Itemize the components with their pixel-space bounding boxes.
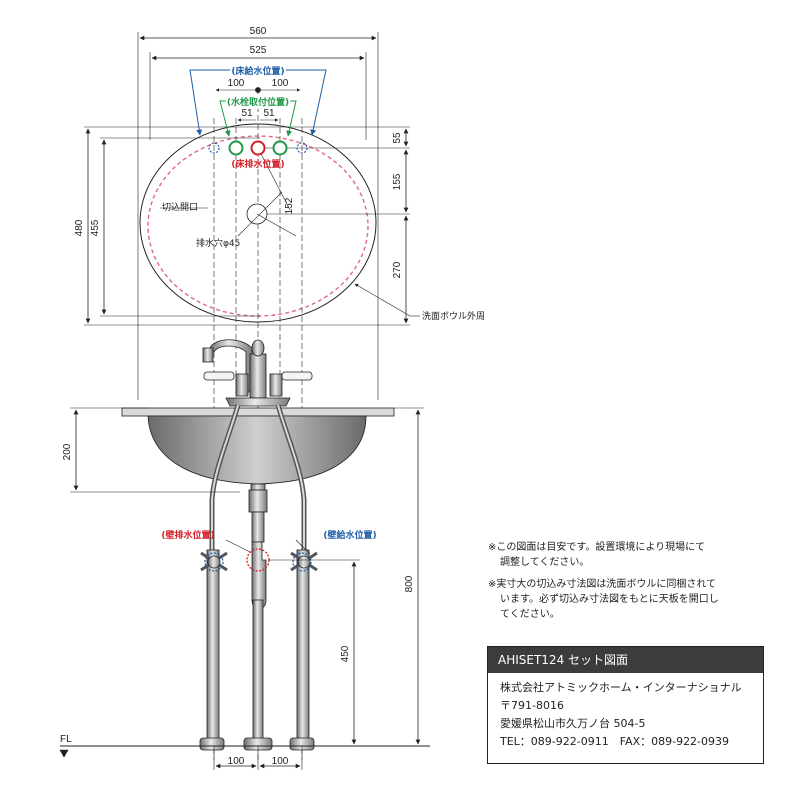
dim-100-left: 100 xyxy=(228,78,245,89)
postal-code: 〒791-8016 xyxy=(500,699,564,712)
dim-155: 155 xyxy=(392,173,403,190)
dim-55: 55 xyxy=(392,132,403,144)
floor-supply-right-marker xyxy=(296,142,308,154)
dim-200: 200 xyxy=(62,443,73,460)
wall-supply-right-marker xyxy=(292,552,312,572)
floor-line-label: FL xyxy=(60,734,72,745)
wall-supply-tag: (壁給水位置) xyxy=(323,529,376,541)
contact: TEL：089-922-0911 FAX：089-922-0939 xyxy=(500,735,730,748)
supply-legs xyxy=(199,549,318,751)
bowl-outline-label: 洗面ボウル外周 xyxy=(422,310,485,322)
dim-270: 270 xyxy=(392,261,403,278)
dimension-texts: 560 525 100 100 51 51 55 155 270 152 480… xyxy=(62,26,415,767)
cut-opening-label: 切込開口 xyxy=(162,202,198,213)
floor-supply-tag: (床給水位置) xyxy=(231,65,284,77)
drain-hole-label: 排水穴φ45 xyxy=(196,237,240,249)
company-name: 株式会社アトミックホーム・インターナショナル xyxy=(500,681,742,694)
title-block-info: 株式会社アトミックホーム・インターナショナル 〒791-8016 愛媛県松山市久… xyxy=(488,673,763,751)
wall-drain-tag: (壁排水位置) xyxy=(161,529,214,541)
notes: ※この図面は目安です。設置環境により現場にて 調整してください。 ※実寸大の切込… xyxy=(488,540,778,629)
faucet-mount-bracket xyxy=(219,100,297,137)
dim-800: 800 xyxy=(404,575,415,592)
dim-480: 480 xyxy=(74,219,85,236)
counter-top xyxy=(121,407,395,417)
dim-bottom-100-right: 100 xyxy=(272,756,289,767)
dim-560: 560 xyxy=(250,26,267,37)
faucet-hole-center xyxy=(250,140,266,156)
floor-supply-bracket xyxy=(189,69,327,136)
dim-bottom-100-left: 100 xyxy=(228,756,245,767)
bowl-body xyxy=(147,415,367,485)
note-2: ※実寸大の切込み寸法図は洗面ボウルに同梱されて います。必ず切込み寸法図をもとに… xyxy=(488,579,719,620)
dim-100-right: 100 xyxy=(272,78,289,89)
elevation-dims xyxy=(59,407,430,770)
floor-drain-tag: (床排水位置) xyxy=(231,158,284,170)
title-block-title: AHISET124 セット図面 xyxy=(488,647,763,673)
faucet-hole-left xyxy=(228,140,244,156)
faucet xyxy=(202,339,313,407)
note-1: ※この図面は目安です。設置環境により現場にて 調整してください。 xyxy=(488,542,706,568)
dim-450: 450 xyxy=(340,645,351,662)
trap xyxy=(243,483,273,751)
dim-51-right: 51 xyxy=(263,108,275,119)
faucet-hole-right xyxy=(272,140,288,156)
title-block: AHISET124 セット図面 株式会社アトミックホーム・インターナショナル 〒… xyxy=(487,646,764,764)
dim-455: 455 xyxy=(90,219,101,236)
faucet-mount-tag: (水栓取付位置) xyxy=(227,96,289,108)
address: 愛媛県松山市久万ノ台 504-5 xyxy=(500,717,646,730)
plan-holes xyxy=(208,140,308,156)
dim-51-left: 51 xyxy=(241,108,253,119)
dim-525: 525 xyxy=(250,45,267,56)
elevation-view xyxy=(59,339,430,770)
dim-152: 152 xyxy=(284,197,295,214)
callout-texts: (床給水位置) (水栓取付位置) (床排水位置) 切込開口 排水穴φ45 洗面ボ… xyxy=(60,63,485,745)
wall-supply-left-marker xyxy=(204,552,224,572)
floor-supply-left-marker xyxy=(208,142,220,154)
